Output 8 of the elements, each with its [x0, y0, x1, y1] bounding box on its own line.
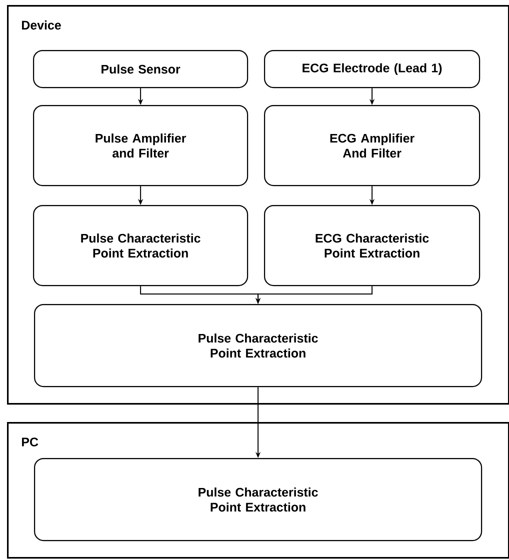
process-box: Pulse Sensor [33, 50, 248, 88]
process-box: Pulse Characteristic Point Extraction [34, 304, 482, 388]
process-box: ECG Amplifier And Filter [264, 105, 480, 186]
process-box: Pulse Characteristic Point Extraction [33, 205, 248, 286]
process-box: ECG Electrode (Lead 1) [264, 50, 480, 88]
process-box: Pulse Characteristic Point Extraction [34, 458, 482, 542]
process-box: ECG Characteristic Point Extraction [264, 205, 480, 286]
process-box: Pulse Amplifier and Filter [33, 105, 248, 186]
